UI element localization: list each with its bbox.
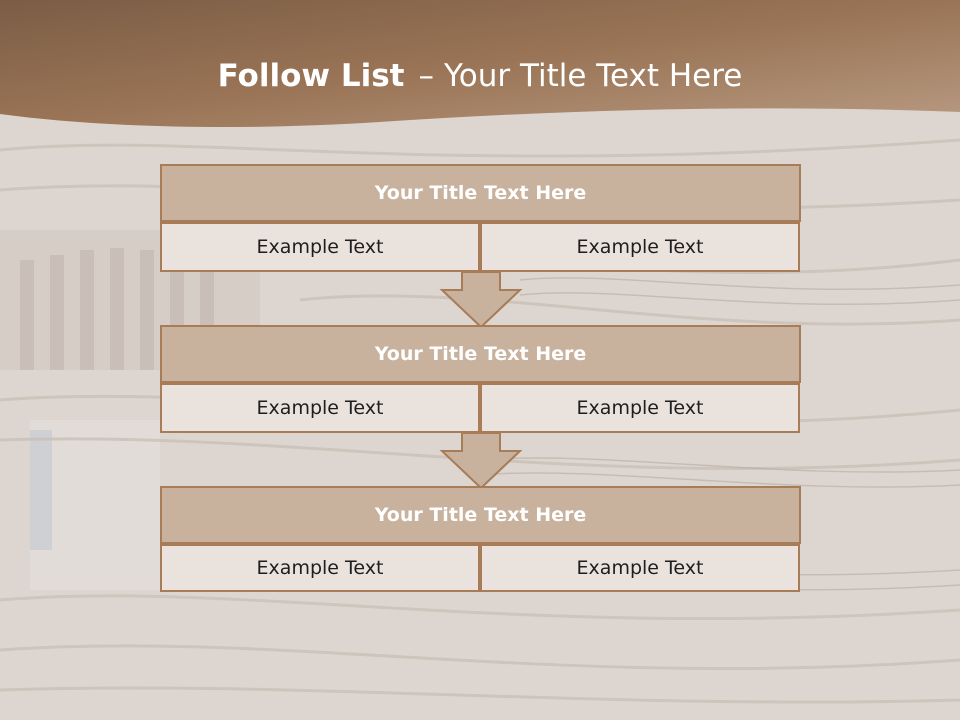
block-cell-left: Example Text (160, 544, 480, 592)
block-cell-right: Example Text (480, 383, 800, 433)
block-cell-right: Example Text (480, 544, 800, 592)
down-arrow-icon (439, 271, 523, 329)
block-title: Your Title Text Here (160, 486, 801, 544)
slide-title: Follow List–Your Title Text Here (0, 54, 960, 98)
slide-title-strong: Follow List (217, 58, 405, 94)
block-cell-right: Example Text (480, 222, 800, 272)
header-band (0, 0, 960, 128)
block-title: Your Title Text Here (160, 325, 801, 383)
block-title: Your Title Text Here (160, 164, 801, 222)
block-cell-left: Example Text (160, 222, 480, 272)
down-arrow-icon (439, 432, 523, 490)
block-cell-left: Example Text (160, 383, 480, 433)
slide-title-dash: – (418, 58, 434, 94)
slide-title-rest: Your Title Text Here (443, 58, 743, 94)
